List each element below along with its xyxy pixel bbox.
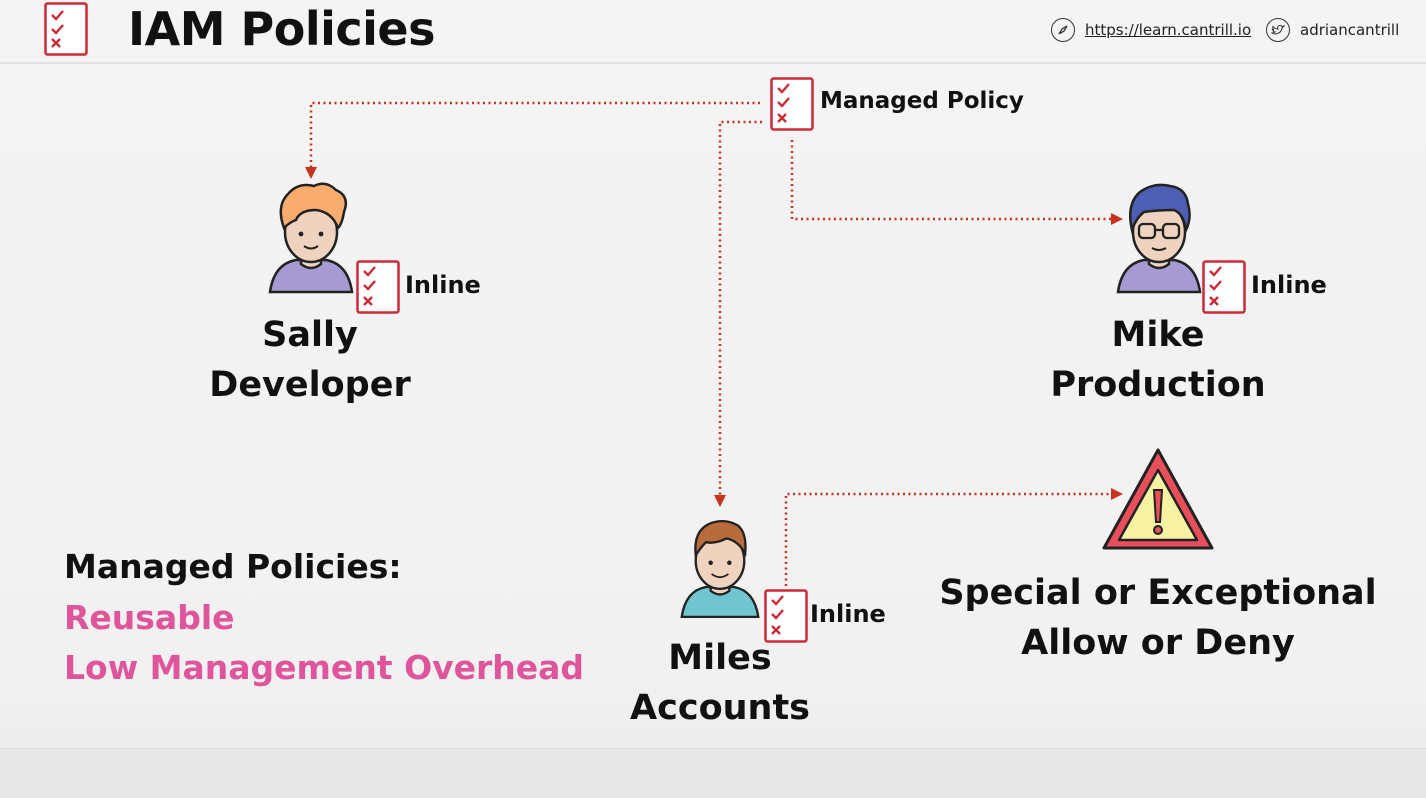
wire-to-mike bbox=[790, 140, 1112, 221]
exception-line-1: Special or Exceptional bbox=[939, 573, 1377, 613]
twitter-bird-icon bbox=[1266, 18, 1290, 42]
sally-first-name: Sally bbox=[262, 315, 358, 355]
sally-avatar bbox=[268, 182, 354, 294]
wire-to-exception bbox=[784, 492, 1112, 586]
summary-block: Managed Policies: Reusable Low Managemen… bbox=[64, 542, 584, 694]
miles-last-name: Accounts bbox=[629, 688, 811, 728]
arrowhead-exception bbox=[1111, 488, 1123, 500]
mike-avatar bbox=[1116, 183, 1202, 294]
sally-last-name: Developer bbox=[209, 365, 411, 405]
sally-name: Sally Developer bbox=[150, 310, 470, 410]
mike-last-name: Production bbox=[1050, 365, 1266, 405]
website-link[interactable]: https://learn.cantrill.io bbox=[1085, 21, 1252, 39]
policy-document-icon bbox=[44, 2, 88, 56]
miles-avatar bbox=[680, 520, 760, 619]
mike-first-name: Mike bbox=[1111, 315, 1205, 355]
arrowhead-sally bbox=[305, 167, 317, 179]
managed-policy-icon bbox=[770, 77, 814, 131]
managed-policy-label: Managed Policy bbox=[820, 88, 1024, 114]
miles-inline-label: Inline bbox=[810, 600, 886, 628]
mike-name: Mike Production bbox=[998, 310, 1318, 410]
twitter-handle[interactable]: adriancantrill bbox=[1300, 21, 1400, 39]
arrowhead-mike bbox=[1111, 213, 1123, 225]
mike-inline-label: Inline bbox=[1251, 271, 1327, 299]
summary-low-overhead: Low Management Overhead bbox=[64, 648, 585, 687]
arrowhead-miles bbox=[714, 495, 726, 507]
footer-band bbox=[0, 748, 1426, 798]
exception-text: Special or Exceptional Allow or Deny bbox=[918, 568, 1398, 668]
compass-icon bbox=[1051, 18, 1075, 42]
sally-inline-policy-icon bbox=[356, 260, 400, 314]
twitter-link-block[interactable]: adriancantrill bbox=[1266, 16, 1399, 44]
exception-line-2: Allow or Deny bbox=[1021, 623, 1295, 663]
miles-name: Miles Accounts bbox=[560, 633, 880, 733]
mike-inline-policy-icon bbox=[1202, 260, 1246, 314]
miles-inline-policy-icon bbox=[764, 589, 808, 643]
header-divider bbox=[0, 62, 1426, 64]
website-link-block[interactable]: https://learn.cantrill.io bbox=[1051, 16, 1251, 44]
miles-first-name: Miles bbox=[668, 638, 772, 678]
page-title: IAM Policies bbox=[128, 2, 435, 56]
summary-heading: Managed Policies: bbox=[64, 547, 402, 586]
sally-inline-label: Inline bbox=[405, 271, 481, 299]
wire-to-sally bbox=[309, 101, 760, 168]
warning-icon bbox=[1102, 448, 1214, 550]
wire-to-miles bbox=[718, 120, 762, 496]
summary-reusable: Reusable bbox=[64, 597, 235, 637]
